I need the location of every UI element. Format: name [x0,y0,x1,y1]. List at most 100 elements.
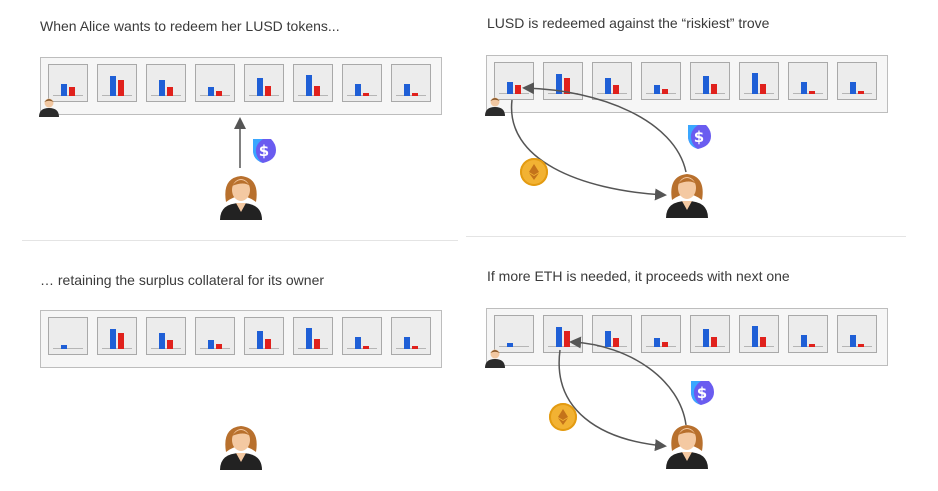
trove-cell [146,317,186,355]
trove-cell [837,315,877,353]
trove-baseline [744,93,774,94]
trove-cell [195,64,235,102]
debt-bar [314,86,320,96]
trove-cell [146,64,186,102]
debt-bar [216,344,222,349]
collateral-bar [257,331,263,349]
lusd-flow-curve-2 [569,336,687,426]
debt-bar [363,346,369,349]
trove-baseline [499,346,529,347]
lusd-flow-curve [522,82,687,173]
trove-cell [592,315,632,353]
eth-coin-icon [520,158,548,186]
collateral-bar [507,343,513,347]
panel-3-caption: … retaining the surplus collateral for i… [40,272,325,288]
trove-cell [739,315,779,353]
trove-cell [391,317,431,355]
trove-baseline [548,346,578,347]
person-icon [38,97,60,122]
debt-bar [412,93,418,96]
debt-bar [69,87,75,96]
svg-text:$: $ [697,384,707,402]
trove-cell [690,315,730,353]
trove-cell [244,317,284,355]
debt-bar [613,338,619,347]
trove-cell [97,317,137,355]
debt-bar [515,85,521,94]
debt-bar [564,331,570,347]
svg-text:$: $ [694,128,704,146]
debt-bar [216,91,222,96]
lusd-token-icon: $ [249,136,277,164]
trove-baseline [695,93,725,94]
alice-avatar-icon [664,170,710,223]
panel-4-caption: If more ETH is needed, it proceeds with … [487,268,790,284]
trove-baseline [548,93,578,94]
collateral-bar [703,329,709,347]
trove-cell [342,64,382,102]
debt-bar [564,78,570,94]
collateral-bar [752,73,758,94]
trove-cell [788,315,828,353]
trove-cell [494,315,534,353]
person-icon [484,96,506,121]
trove-cell [592,62,632,100]
collateral-bar [801,335,807,347]
collateral-bar [61,84,67,96]
collateral-bar [159,80,165,96]
lusd-token-icon: $ [684,122,712,150]
trove-baseline [396,348,426,349]
trove-cell [48,64,88,102]
eth-flow-curve [510,99,667,201]
collateral-bar [404,337,410,349]
debt-bar [760,84,766,94]
trove-baseline [200,95,230,96]
trove-baseline [597,93,627,94]
debt-bar [809,91,815,94]
trove-baseline [646,93,676,94]
collateral-bar [703,76,709,94]
trove-baseline [151,348,181,349]
collateral-bar [61,345,67,349]
trove-cell [342,317,382,355]
collateral-bar [404,84,410,96]
collateral-bar [850,335,856,347]
trove-baseline [53,95,83,96]
eth-flow-curve-2 [558,349,667,452]
trove-cell [690,62,730,100]
collateral-bar [850,82,856,94]
trove-baseline [597,346,627,347]
trove-baseline [347,348,377,349]
debt-bar [858,91,864,94]
alice-avatar-icon [218,422,264,475]
divider-left [22,240,458,241]
collateral-bar [159,333,165,349]
person-icon [484,348,506,373]
collateral-bar [605,331,611,347]
debt-bar [711,337,717,347]
divider-right [466,236,906,237]
debt-bar [613,85,619,94]
alice-avatar-icon [218,172,264,225]
trove-baseline [499,93,529,94]
collateral-bar [556,327,562,347]
collateral-bar [208,340,214,349]
trove-cell [97,64,137,102]
trove-cell [195,317,235,355]
trove-baseline [396,95,426,96]
collateral-bar [801,82,807,94]
collateral-bar [355,337,361,349]
debt-bar [118,80,124,96]
trove-baseline [151,95,181,96]
trove-baseline [53,348,83,349]
trove-baseline [249,95,279,96]
debt-bar [265,86,271,96]
debt-bar [711,84,717,94]
trove-baseline [102,95,132,96]
collateral-bar [654,338,660,347]
collateral-bar [507,82,513,94]
trove-cell [788,62,828,100]
svg-text:$: $ [259,142,269,160]
trove-baseline [842,346,872,347]
